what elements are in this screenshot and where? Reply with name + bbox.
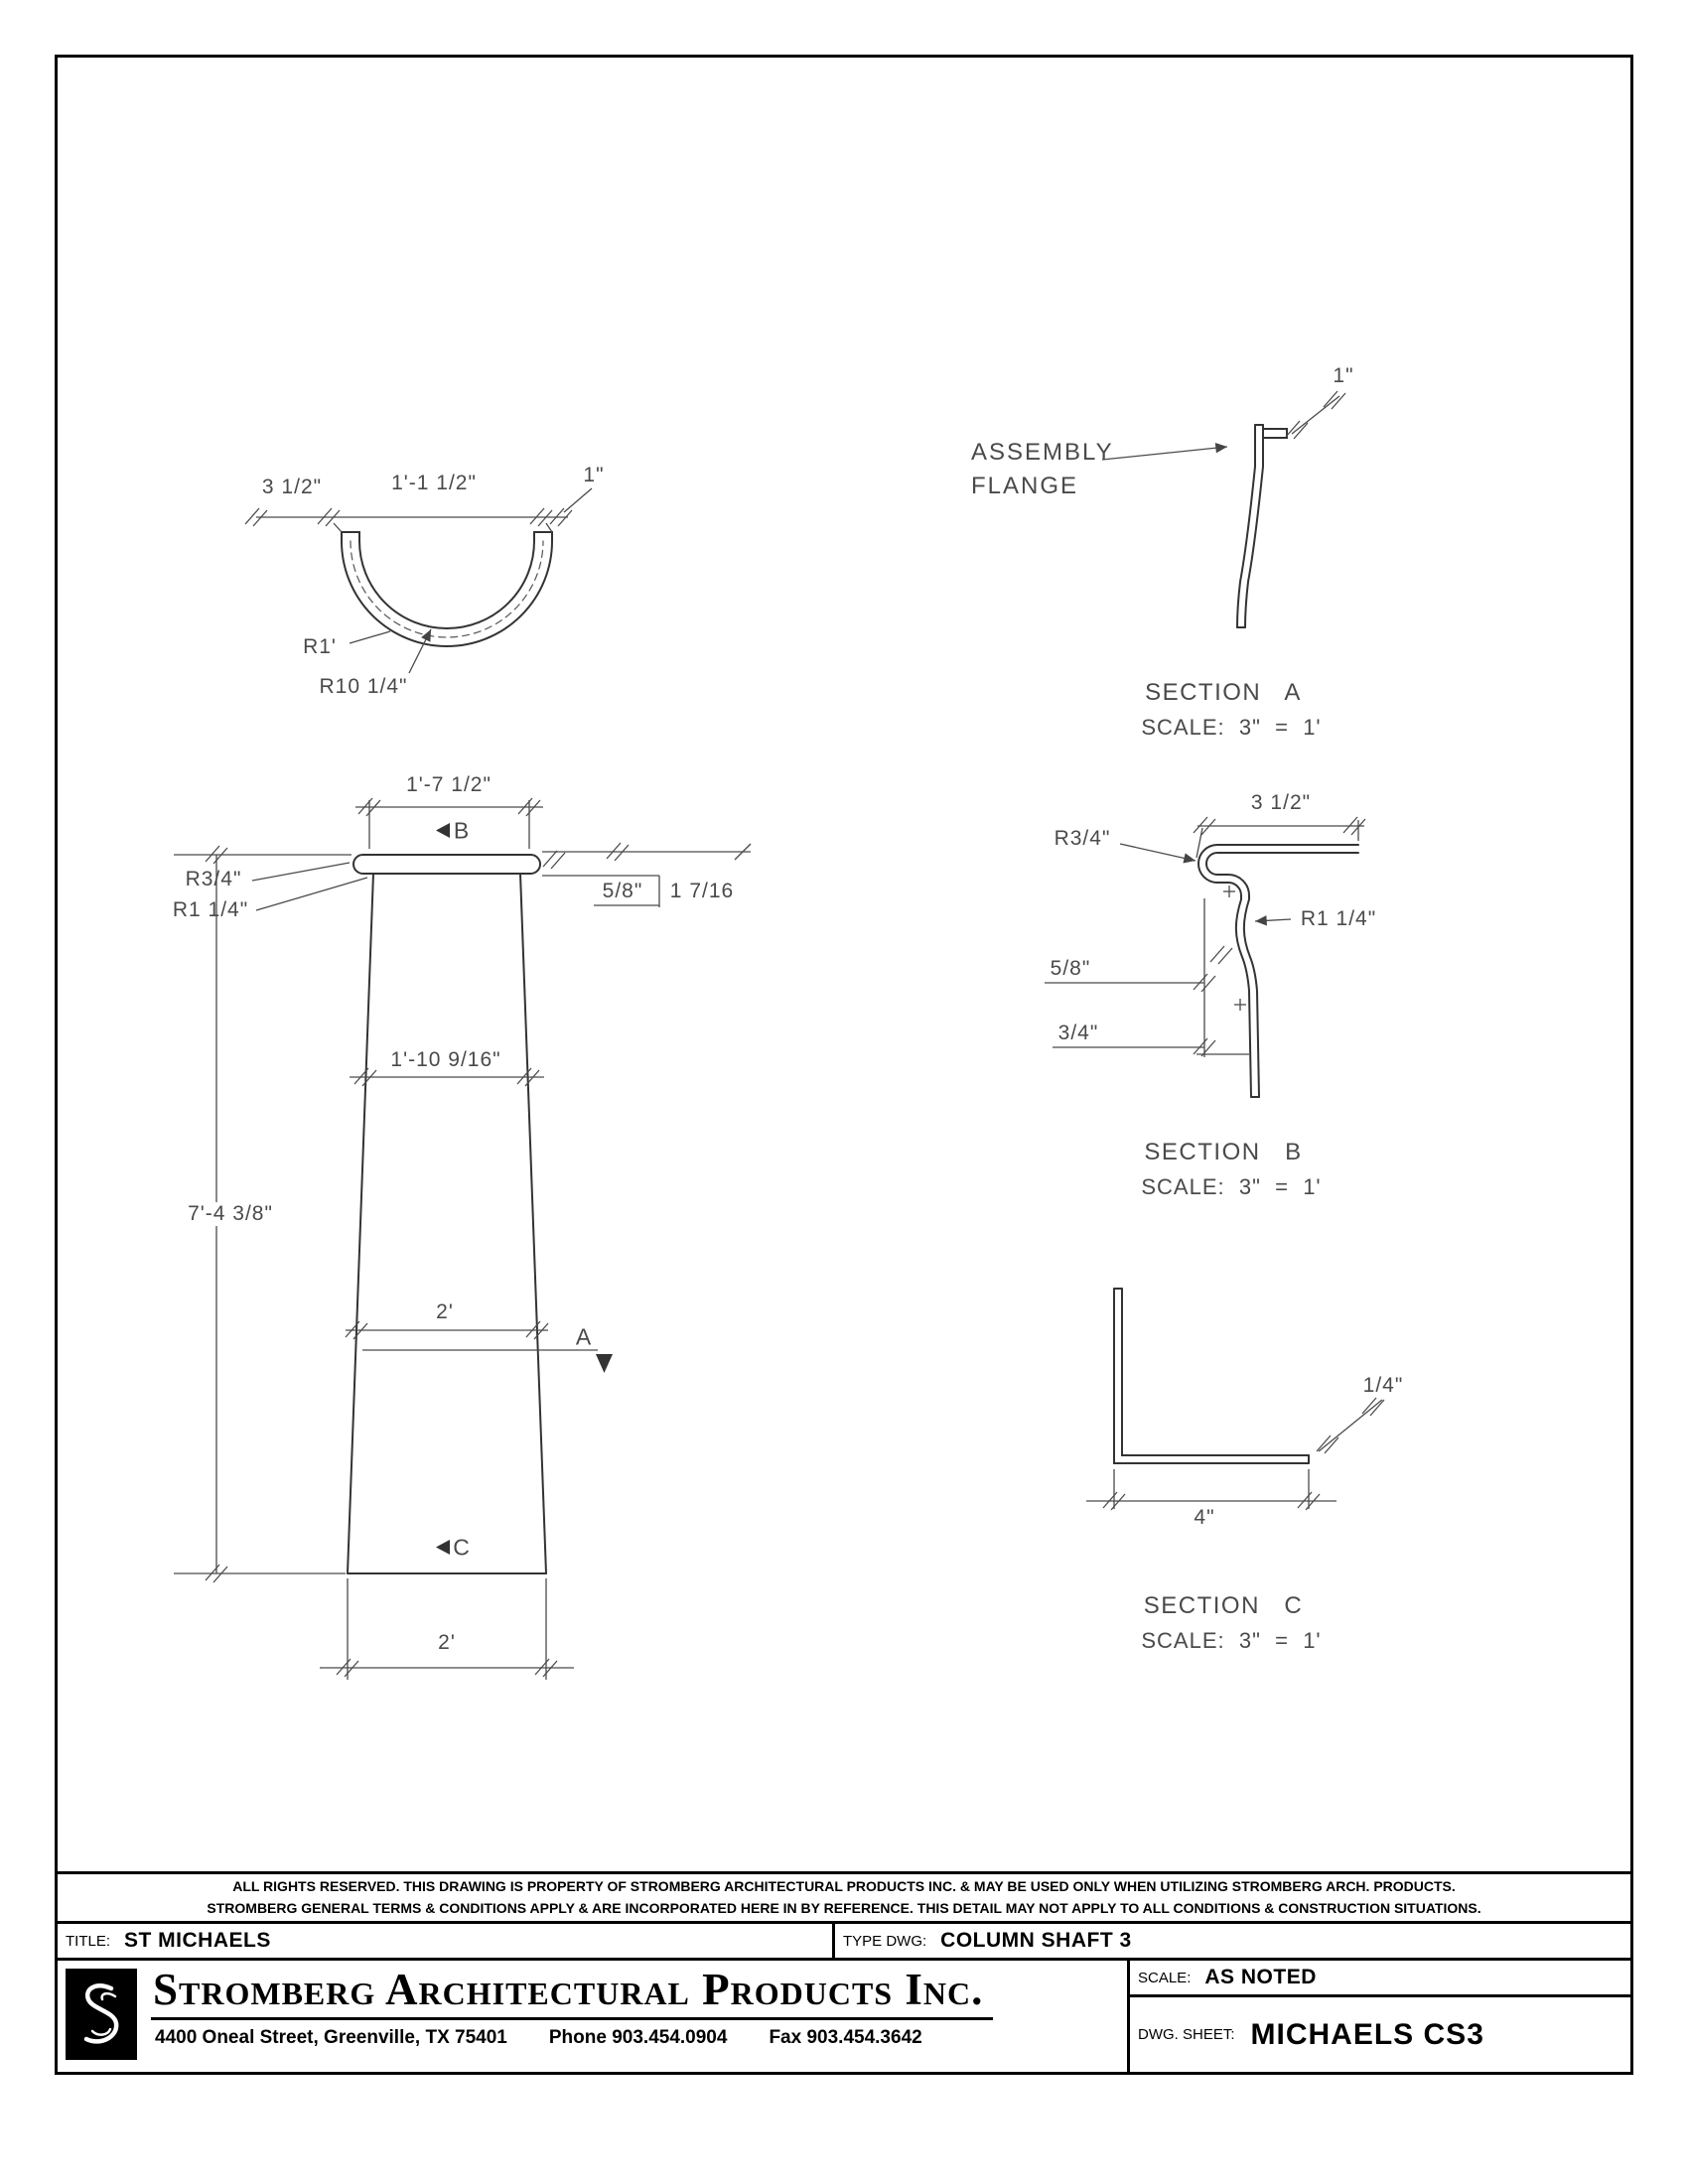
scale-label: SCALE: <box>1138 1969 1192 1986</box>
disclaimer-line1: ALL RIGHTS RESERVED. THIS DRAWING IS PRO… <box>232 1877 1456 1894</box>
type-dwg-label: TYPE DWG: <box>843 1932 927 1950</box>
company-address: 4400 Oneal Street, Greenville, TX 75401 <box>155 2026 507 2048</box>
section-b-radius-a-label: R3/4" <box>1054 827 1111 850</box>
elevation-dim-flange-a: 5/8" <box>602 880 643 902</box>
title-row: TITLE: ST MICHAELS TYPE DWG: COLUMN SHAF… <box>58 1924 1630 1961</box>
company-info: Stromberg Architectural Products Inc. 44… <box>151 1961 994 2072</box>
type-dwg-cell: TYPE DWG: COLUMN SHAFT 3 <box>832 1924 1630 1958</box>
elevation-radius-b-label: R1 1/4" <box>172 898 249 921</box>
section-marker-b: B <box>453 817 471 844</box>
plan-radius-outer-label: R1' <box>303 635 337 658</box>
section-c-dim-thickness: 1/4" <box>1362 1374 1404 1397</box>
section-c-profile <box>1113 1288 1310 1464</box>
plan-view-dimensions <box>244 487 593 674</box>
type-dwg-value: COLUMN SHAFT 3 <box>940 1929 1132 1952</box>
company-logo <box>66 1969 137 2060</box>
section-c-title: SECTION C <box>1143 1592 1304 1619</box>
section-b-dim-a: 5/8" <box>1050 957 1091 980</box>
section-a-annotations <box>1101 390 1346 461</box>
title-block: ALL RIGHTS RESERVED. THIS DRAWING IS PRO… <box>58 1871 1630 2072</box>
section-marker-c: C <box>453 1534 471 1561</box>
plan-view-outline <box>341 531 553 647</box>
elevation-dim-top-width: 1'-7 1/2" <box>406 773 492 796</box>
plan-dim-width-a: 3 1/2" <box>261 476 323 498</box>
assembly-flange-label-line2: FLANGE <box>971 473 1079 499</box>
section-b-title: SECTION B <box>1144 1139 1303 1165</box>
section-b-scale: SCALE: 3" = 1' <box>1141 1174 1322 1199</box>
scale-row: SCALE: AS NOTED <box>1130 1961 1630 1997</box>
section-a-scale: SCALE: 3" = 1' <box>1141 715 1322 740</box>
section-a-profile <box>1236 424 1288 628</box>
company-contact: 4400 Oneal Street, Greenville, TX 75401 … <box>151 2027 993 2049</box>
scale-value: AS NOTED <box>1204 1966 1317 1988</box>
elevation-radius-a-label: R3/4" <box>185 868 242 890</box>
section-c-scale: SCALE: 3" = 1' <box>1141 1628 1322 1653</box>
sheet-row: DWG. SHEET: MICHAELS CS3 <box>1130 1997 1630 2072</box>
sheet-border <box>55 55 1633 2075</box>
section-b-dim-b: 3/4" <box>1057 1022 1099 1044</box>
disclaimer: ALL RIGHTS RESERVED. THIS DRAWING IS PRO… <box>58 1874 1630 1924</box>
section-b-dim-width: 3 1/2" <box>1250 791 1312 814</box>
elevation-dim-lower-width: 2' <box>436 1300 454 1323</box>
section-a-dim: 1" <box>1333 364 1354 387</box>
elevation-outline <box>347 854 547 1574</box>
title-cell: TITLE: ST MICHAELS <box>58 1924 832 1958</box>
elevation-dim-mid-width: 1'-10 9/16" <box>390 1048 501 1071</box>
section-cut-markers <box>436 823 613 1555</box>
section-a-title: SECTION A <box>1145 679 1302 706</box>
sheet-value: MICHAELS CS3 <box>1250 2017 1484 2051</box>
section-c-annotations <box>1086 1397 1385 1511</box>
logo-s-icon <box>66 1969 137 2060</box>
section-b-radius-b-label: R1 1/4" <box>1300 907 1377 930</box>
elevation-dim-flange-b: 1 7/16 <box>669 880 735 902</box>
elevation-dim-height: 7'-4 3/8" <box>182 1202 279 1226</box>
elevation-dim-base-width: 2' <box>438 1631 456 1654</box>
section-c-dim-leg: 4" <box>1194 1506 1215 1529</box>
sheet-label: DWG. SHEET: <box>1138 2026 1235 2043</box>
plan-radius-inner-label: R10 1/4" <box>319 675 408 698</box>
section-b-profile <box>1197 844 1359 1098</box>
plan-dim-width-b: 1'-1 1/2" <box>391 472 477 494</box>
assembly-flange-label-line1: ASSEMBLY <box>971 439 1114 466</box>
company-cell: Stromberg Architectural Products Inc. 44… <box>58 1961 1127 2072</box>
company-row: Stromberg Architectural Products Inc. 44… <box>58 1961 1630 2072</box>
title-label: TITLE: <box>66 1932 111 1950</box>
company-name: Stromberg Architectural Products Inc. <box>151 1965 994 2020</box>
company-fax: Fax 903.454.3642 <box>769 2026 922 2048</box>
scale-sheet-cell: SCALE: AS NOTED DWG. SHEET: MICHAELS CS3 <box>1127 1961 1630 2072</box>
section-b-annotations <box>1045 816 1366 1057</box>
disclaimer-line2: STROMBERG GENERAL TERMS & CONDITIONS APP… <box>207 1899 1481 1916</box>
title-value: ST MICHAELS <box>124 1929 271 1952</box>
section-marker-a: A <box>575 1323 593 1350</box>
plan-dim-width-c: 1" <box>583 464 605 486</box>
company-phone: Phone 903.454.0904 <box>548 2026 728 2048</box>
